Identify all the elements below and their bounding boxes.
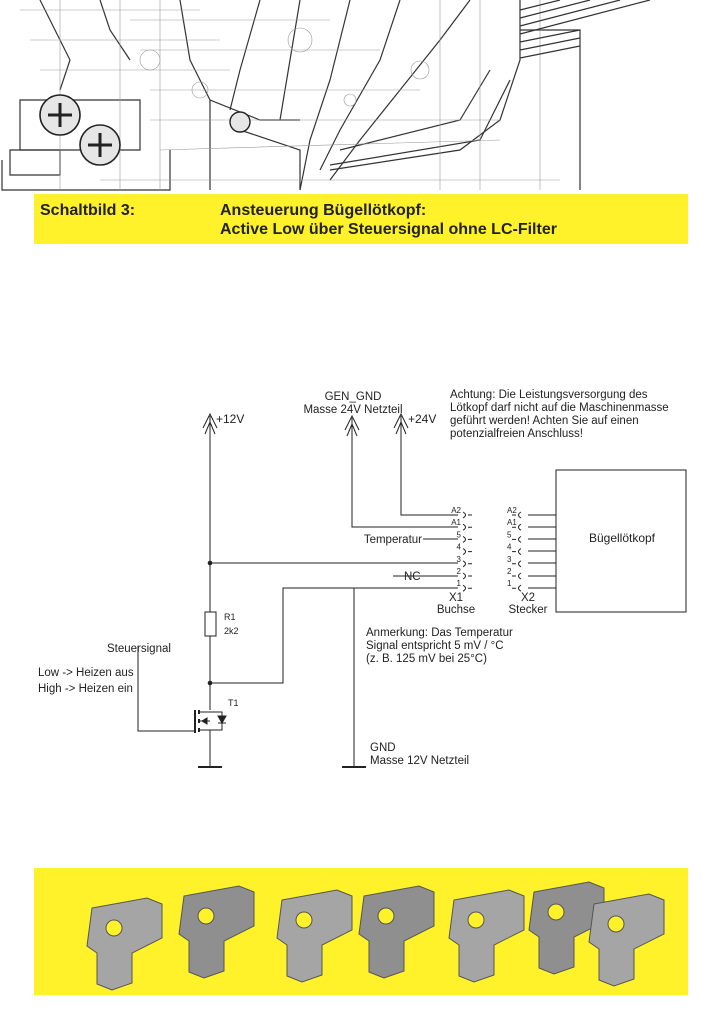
label-gen-gnd: GEN_GND xyxy=(325,391,382,403)
connector-pin-label: 3 xyxy=(457,555,462,564)
diagram-title-line1: Ansteuerung Bügellötkopf: xyxy=(220,202,427,219)
warning-line-3: geführt werden! Achten Sie auf einen xyxy=(450,415,639,427)
connector-pin-label: 2 xyxy=(457,567,462,576)
parts-illustration xyxy=(86,881,665,991)
connector-pin xyxy=(512,572,522,580)
connector-pin xyxy=(462,548,472,556)
diagram-title-line2: Active Low über Steuersignal ohne LC-Fil… xyxy=(220,221,557,238)
connector-pin-label: A1 xyxy=(451,518,461,527)
part-hole xyxy=(295,911,313,929)
connector-pin-label: A2 xyxy=(507,506,517,515)
label-r1: R1 xyxy=(224,612,236,622)
connector-pin xyxy=(462,584,472,592)
label-gen-gnd-desc: Masse 24V Netzteil xyxy=(303,404,402,416)
connector-pin-label: 4 xyxy=(457,543,462,552)
label-24v: +24V xyxy=(408,412,436,426)
label-x2-desc: Stecker xyxy=(509,604,548,616)
note-line-1: Anmerkung: Das Temperatur xyxy=(366,627,513,639)
resistor-r1 xyxy=(204,611,217,637)
connector-pin xyxy=(512,511,522,519)
warning-line-4: potenzialfreien Anschluss! xyxy=(450,428,583,440)
connector-pin-label: 2 xyxy=(507,567,512,576)
part-hole xyxy=(607,915,625,933)
diagram-label: Schaltbild 3: xyxy=(40,202,136,219)
connector-pin-label: 1 xyxy=(507,579,512,588)
connector-pin xyxy=(462,535,472,543)
label-x1: X1 xyxy=(449,592,463,604)
connector-pin-label: 3 xyxy=(507,555,512,564)
connector-pin xyxy=(512,584,522,592)
connector-pin-label: 4 xyxy=(507,543,512,552)
mosfet-t1 xyxy=(137,646,227,767)
part-hole xyxy=(377,907,395,925)
part-hole xyxy=(197,907,215,925)
connector-pin-label: A2 xyxy=(451,506,461,515)
junction-dot xyxy=(207,680,213,686)
cad-drawing-illustration xyxy=(1,0,651,191)
label-12v: +12V xyxy=(216,412,244,426)
label-steuersignal: Steuersignal xyxy=(107,643,171,655)
label-temperatur: Temperatur xyxy=(364,534,422,546)
connector-pin xyxy=(462,511,472,519)
screw-head-left xyxy=(39,94,81,136)
connector-pin xyxy=(512,523,522,531)
connector-pin-label: 5 xyxy=(507,530,512,539)
label-x2: X2 xyxy=(521,592,535,604)
label-r1-value: 2k2 xyxy=(224,626,239,636)
label-nc: NC xyxy=(404,571,421,583)
connector-pin xyxy=(462,560,472,568)
connector-pin xyxy=(512,560,522,568)
label-high: High -> Heizen ein xyxy=(38,683,133,695)
connector-pin-label: 5 xyxy=(457,530,462,539)
label-gnd-desc: Masse 12V Netzteil xyxy=(370,755,469,767)
part-hole xyxy=(105,919,123,937)
part-shape xyxy=(448,889,525,983)
part-shape xyxy=(178,885,255,979)
warning-line-2: Lötkopf darf nicht auf die Maschinenmass… xyxy=(450,402,669,414)
part-shape xyxy=(528,881,605,975)
part-hole xyxy=(467,911,485,929)
connector-pin xyxy=(512,548,522,556)
title-banner: Schaltbild 3: Ansteuerung Bügellötkopf: … xyxy=(34,194,688,244)
label-low: Low -> Heizen aus xyxy=(38,667,134,679)
part-hole xyxy=(547,903,565,921)
part-shape xyxy=(276,889,353,983)
note-line-2: Signal entspricht 5 mV / °C xyxy=(366,640,504,652)
part-shape xyxy=(588,893,665,987)
connector-pin xyxy=(512,535,522,543)
part-shape xyxy=(358,885,435,979)
junction-dot xyxy=(207,560,213,566)
note-line-3: (z. B. 125 mV bei 25°C) xyxy=(366,653,487,665)
part-shape xyxy=(86,897,163,991)
label-device: Bügellötkopf xyxy=(589,531,656,545)
footer-banner xyxy=(34,868,688,995)
label-t1: T1 xyxy=(228,698,239,708)
connector-pin-label: 1 xyxy=(457,579,462,588)
screw-head-right xyxy=(79,124,121,166)
connector-pin xyxy=(462,523,472,531)
device-box xyxy=(555,469,687,613)
label-x1-desc: Buchse xyxy=(437,604,475,616)
label-gnd: GND xyxy=(370,742,396,754)
connector-pin xyxy=(462,572,472,580)
connector-pin-label: A1 xyxy=(507,518,517,527)
warning-line-1: Achtung: Die Leistungsversorgung des xyxy=(450,389,648,401)
